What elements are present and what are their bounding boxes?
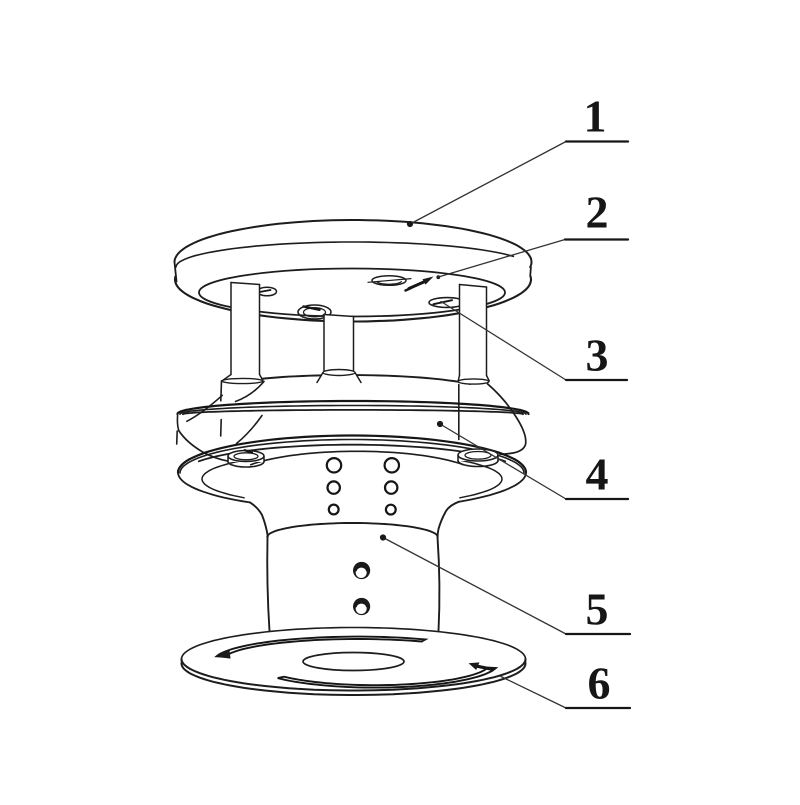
svg-text:4: 4 xyxy=(586,449,609,500)
svg-text:2: 2 xyxy=(586,187,609,238)
svg-text:6: 6 xyxy=(588,658,611,709)
svg-text:1: 1 xyxy=(584,91,607,142)
svg-text:5: 5 xyxy=(586,584,609,635)
svg-text:3: 3 xyxy=(586,330,609,381)
